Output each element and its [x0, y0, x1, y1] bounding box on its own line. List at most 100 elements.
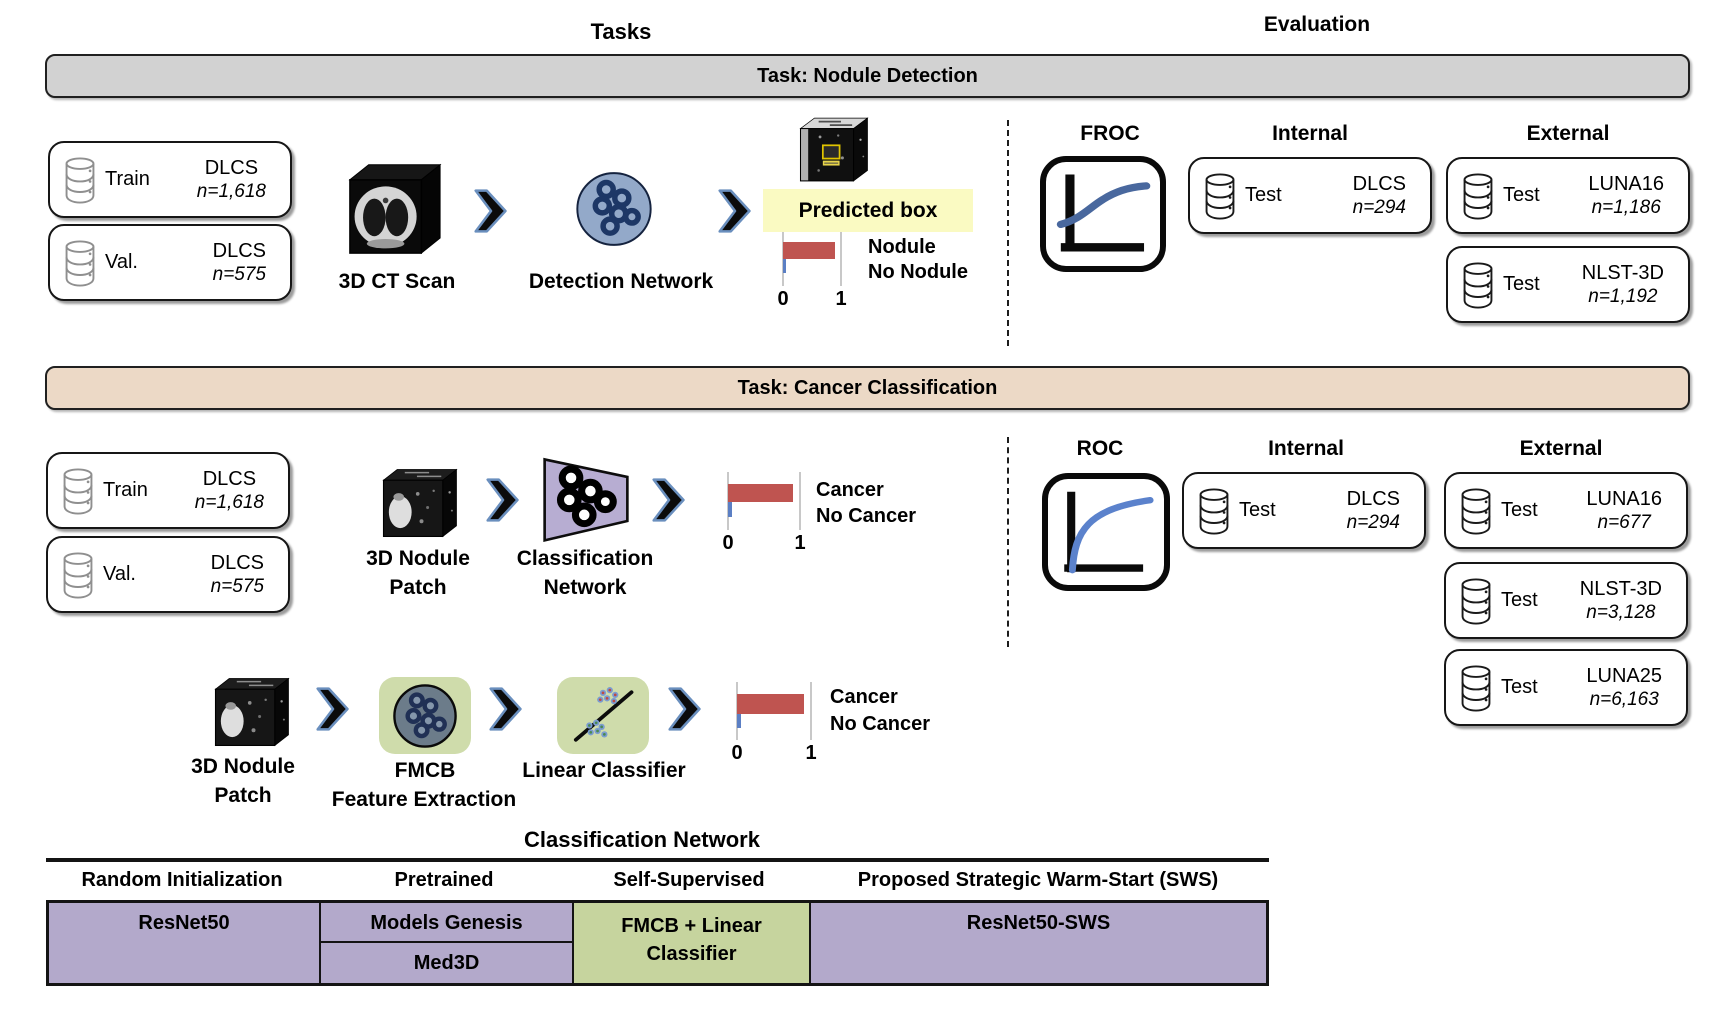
dataset-name: DLCS — [212, 239, 266, 262]
category-label: Cancer — [816, 479, 884, 501]
banner-nodule-detection: Task: Nodule Detection — [45, 54, 1690, 98]
arrow-chevron-icon — [489, 686, 523, 732]
split-label: Test — [1501, 499, 1538, 521]
split-label: Train — [105, 168, 150, 190]
dataset-box-classification-test-nlst3d: Test NLST-3D n=3,128 — [1444, 562, 1688, 639]
nodule-patch-label-line2: Patch — [214, 784, 272, 807]
dataset-box-classification-val: Val. DLCS n=575 — [46, 536, 290, 613]
network-table-title: Classification Network — [524, 827, 760, 852]
arrow-chevron-icon — [486, 477, 520, 523]
froc-curve-icon — [1040, 156, 1166, 272]
split-label: Test — [1239, 499, 1276, 521]
bar-cancer — [728, 484, 793, 502]
split-label: Test — [1501, 676, 1538, 698]
dataset-n: n=1,186 — [1591, 196, 1661, 218]
database-icon — [1202, 172, 1238, 220]
split-label: Test — [1503, 184, 1540, 206]
dataset-name: DLCS — [204, 156, 259, 179]
banner-nodule-detection-label: Task: Nodule Detection — [757, 64, 978, 87]
arrow-chevron-icon — [316, 686, 350, 732]
ct-scan-cube-icon — [348, 158, 442, 258]
dataset-box-classification-test-luna25: Test LUNA25 n=6,163 — [1444, 649, 1688, 726]
dataset-n: n=677 — [1597, 511, 1651, 533]
evaluation-column-heading: Evaluation — [1263, 13, 1371, 36]
predicted-cube-icon — [799, 116, 869, 183]
dataset-name: DLCS — [210, 551, 264, 574]
arrow-chevron-icon — [652, 477, 686, 523]
dataset-name: LUNA16 — [1588, 172, 1664, 195]
linear-classifier-label: Linear Classifier — [522, 759, 686, 782]
split-label: Test — [1245, 184, 1282, 206]
nodule-patch-label-line2: Patch — [389, 576, 447, 599]
detection-network-icon — [575, 170, 653, 248]
x-tick: 1 — [794, 532, 806, 554]
nodule-patch-label-line1: 3D Nodule — [366, 547, 470, 570]
fmcb-label: FMCB — [394, 759, 456, 782]
classification-network-label-line1: Classification — [516, 547, 654, 570]
nodule-patch-label-line1: 3D Nodule — [191, 755, 295, 778]
database-icon — [1196, 487, 1232, 535]
dataset-name: NLST-3D — [1579, 577, 1662, 600]
gridline — [840, 232, 842, 286]
database-icon — [62, 156, 98, 204]
bar-no-cancer — [737, 714, 741, 728]
dataset-n: n=575 — [212, 263, 266, 285]
database-icon — [1458, 664, 1494, 712]
column-header-self-supervised: Self-Supervised — [613, 869, 765, 891]
nodule-patch-cube-icon — [382, 468, 458, 538]
x-tick: 0 — [722, 532, 734, 554]
dataset-box-classification-train: Train DLCS n=1,618 — [46, 452, 290, 529]
dataset-name: NLST-3D — [1581, 261, 1664, 284]
split-label: Train — [103, 479, 148, 501]
detection-network-label: Detection Network — [528, 270, 714, 293]
predicted-box-highlight: Predicted box — [763, 189, 973, 232]
linear-classifier-icon — [557, 677, 649, 754]
dataset-box-detection-test-luna16: Test LUNA16 n=1,186 — [1446, 157, 1690, 234]
dataset-name: LUNA16 — [1586, 487, 1662, 510]
table-top-rule — [46, 858, 1269, 862]
dataset-n: n=575 — [210, 575, 264, 597]
external-heading: External — [1526, 122, 1610, 145]
arrow-chevron-icon — [474, 188, 508, 234]
cell-med3d: Med3D — [321, 943, 572, 983]
x-tick: 1 — [805, 742, 817, 764]
bar-nodule — [783, 242, 836, 259]
bar-no-nodule — [783, 259, 786, 273]
cell-resnet50-sws: ResNet50-SWS — [811, 903, 1266, 983]
dataset-box-detection-test-internal: Test DLCS n=294 — [1188, 157, 1432, 234]
dataset-n: n=6,163 — [1589, 688, 1659, 710]
database-icon — [1458, 487, 1494, 535]
database-icon — [1460, 172, 1496, 220]
dataset-n: n=3,128 — [1586, 601, 1656, 623]
dataset-box-detection-test-nlst3d: Test NLST-3D n=1,192 — [1446, 246, 1690, 323]
roc-heading: ROC — [1076, 437, 1124, 460]
dataset-name: LUNA25 — [1586, 664, 1662, 687]
dataset-name: DLCS — [202, 467, 257, 490]
internal-heading: Internal — [1272, 122, 1348, 145]
nodule-patch-cube-icon — [214, 676, 290, 748]
database-icon — [1460, 261, 1496, 309]
dataset-n: n=294 — [1346, 511, 1400, 533]
category-label: Cancer — [830, 686, 898, 708]
external-heading: External — [1519, 437, 1603, 460]
category-label: No Cancer — [830, 713, 931, 735]
froc-heading: FROC — [1080, 122, 1140, 145]
banner-cancer-classification-label: Task: Cancer Classification — [737, 376, 998, 399]
category-label: No Cancer — [816, 505, 917, 527]
bar-cancer — [737, 694, 804, 714]
cell-resnet50: ResNet50 — [49, 903, 321, 983]
feature-extraction-label: Feature Extraction — [331, 788, 517, 811]
cell-fmcb-linear-classifier: FMCB + Linear Classifier — [574, 903, 811, 983]
column-header-proposed-sws: Proposed Strategic Warm-Start (SWS) — [857, 869, 1219, 891]
predicted-box-label: Predicted box — [798, 198, 938, 222]
dataset-n: n=1,618 — [194, 491, 264, 513]
category-label: No Nodule — [868, 261, 968, 283]
roc-curve-icon — [1042, 473, 1170, 591]
x-tick: 0 — [777, 288, 789, 310]
category-label: Nodule — [868, 236, 936, 258]
split-label: Test — [1501, 589, 1538, 611]
split-label: Test — [1503, 273, 1540, 295]
dataset-n: n=1,618 — [196, 180, 266, 202]
dataset-box-classification-test-luna16: Test LUNA16 n=677 — [1444, 472, 1688, 549]
